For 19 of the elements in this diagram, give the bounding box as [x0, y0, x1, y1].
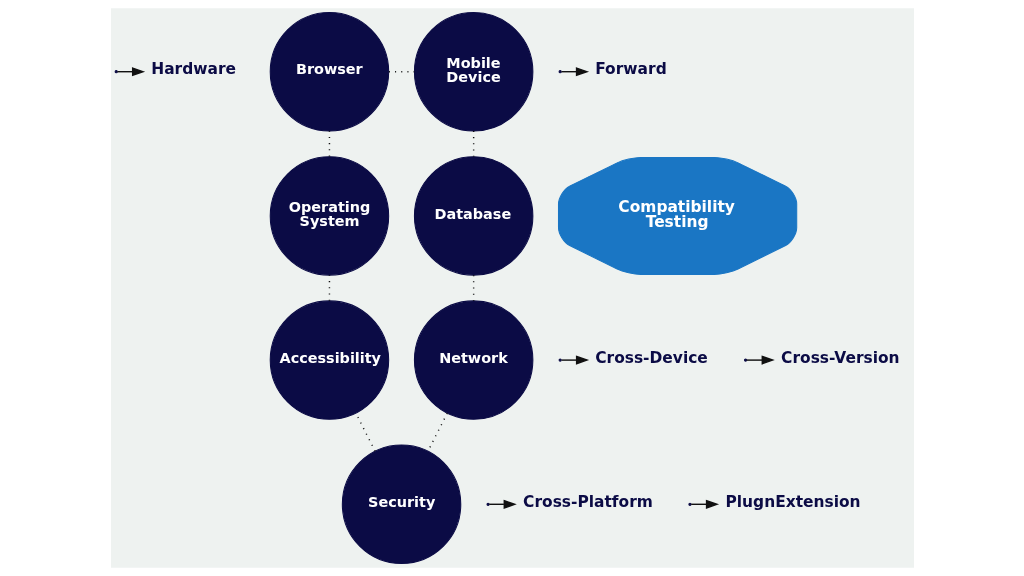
connector: [472, 274, 474, 302]
node-text: Cross-Platform: [522, 492, 653, 511]
node-text: Cross-Device: [594, 348, 708, 367]
node-circle: Accessibility: [269, 300, 389, 420]
node-text: Hardware: [150, 60, 236, 79]
node-circle: Browser: [269, 11, 389, 132]
node-circle: Mobile Device: [413, 11, 533, 132]
connector: [328, 130, 330, 158]
node-circle: Network: [413, 300, 533, 420]
arrow: [745, 355, 775, 365]
node-text: Forward: [594, 60, 667, 79]
arrow: [560, 355, 589, 365]
node-circle: Security: [341, 444, 461, 565]
connector: [328, 274, 330, 302]
node-text: PlugnExtension: [725, 492, 861, 511]
connector: [472, 130, 474, 158]
node-text: Cross-Version: [780, 348, 900, 367]
node-circle: Database: [413, 156, 533, 276]
node-circle: Operating System: [269, 156, 389, 276]
